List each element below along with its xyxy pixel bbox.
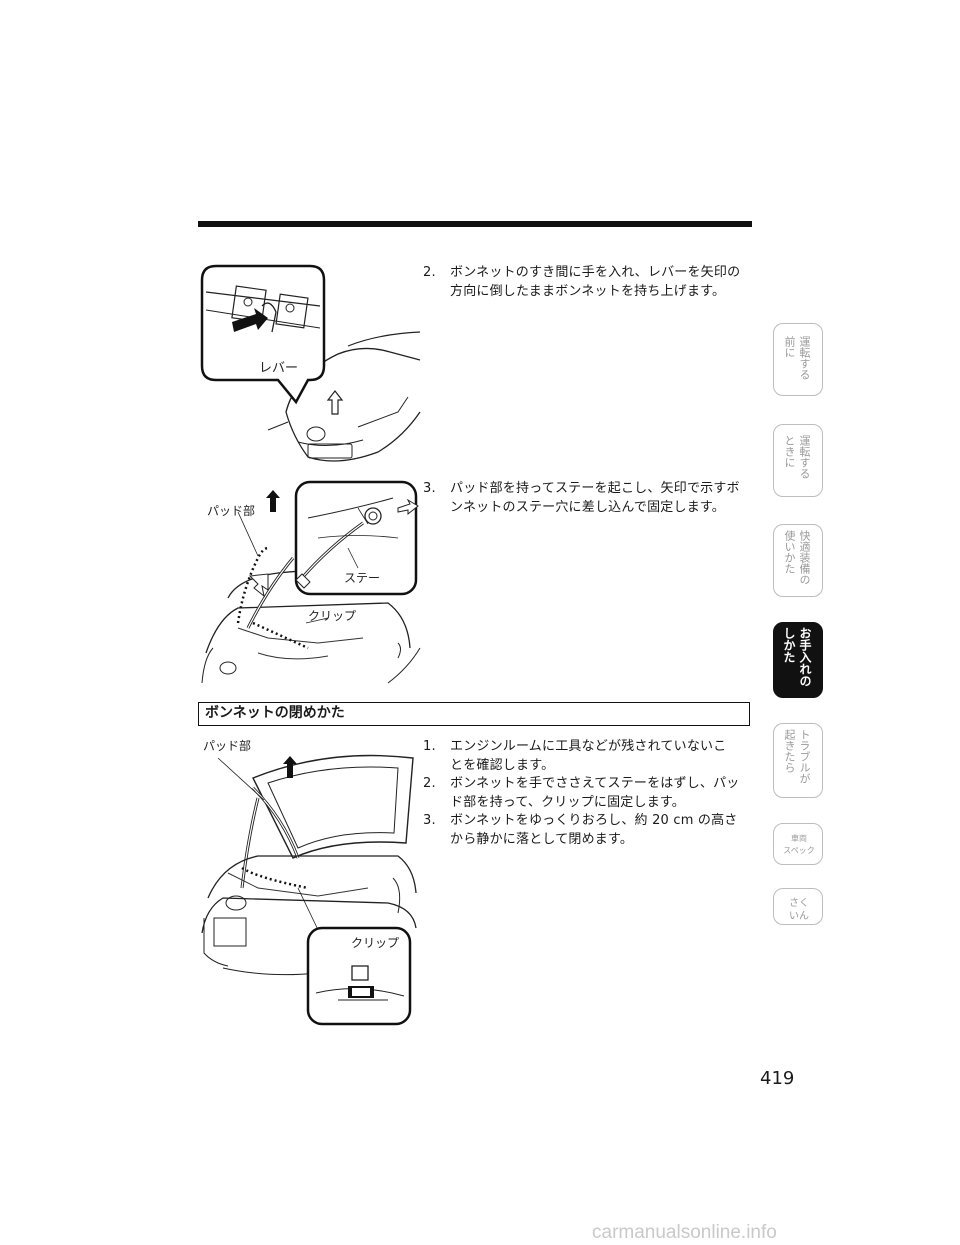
tab-label-col1: お手入れの: [798, 627, 812, 687]
clip-label-1: クリップ: [308, 609, 357, 623]
tab-label-col2: 前に: [783, 336, 796, 358]
page-number: 419: [760, 1068, 795, 1089]
clip-label-2: クリップ: [351, 936, 400, 950]
open-step-3: 3. パッド部を持ってステーを起こし、矢印で示すボ ンネットのステー穴に差し込ん…: [423, 479, 753, 519]
step-text-line2: ンネットのステー穴に差し込んで固定します。: [450, 500, 725, 515]
tab-label-col1: 快適装備の: [798, 530, 811, 585]
step-text-line1: ボンネットをゆっくりおろし、約 20 cm の高さ: [450, 813, 738, 828]
side-tab-index[interactable]: さく いん: [773, 888, 823, 925]
side-tab-troubleshooting[interactable]: トラブルが 起きたら: [773, 723, 823, 798]
tab-label-col2: 使いかた: [783, 530, 796, 574]
close-step-2: 2. ボンネットを手でささえてステーをはずし、パッ ド部を持って、クリップに固定…: [423, 774, 753, 814]
watermark: carmanualsonline.info: [592, 1222, 777, 1243]
tab-label-col2: 起きたら: [783, 729, 796, 773]
lever-illustration: [200, 264, 421, 462]
step-text-line1: ボンネットを手でささえてステーをはずし、パッ: [450, 776, 740, 791]
tab-label-col2: ときに: [783, 435, 796, 468]
step-number: 2.: [423, 265, 436, 280]
section-title: ボンネットの閉めかた: [198, 702, 750, 726]
tab-label-col1: 車両: [791, 834, 807, 843]
step-text-line1: エンジンルームに工具などが残されていないこ: [450, 739, 727, 754]
pad-label-1: パッド部: [207, 504, 256, 518]
open-step-2: 2. ボンネットのすき間に手を入れ、レバーを矢印の 方向に倒したままボンネットを…: [423, 263, 753, 303]
tab-label-col1: 運転する: [798, 435, 811, 479]
tab-label-col1: さく: [789, 898, 809, 909]
step-text-line2: とを確認します。: [450, 758, 555, 773]
pad-label-2: パッド部: [203, 739, 252, 753]
side-tab-while-driving[interactable]: 運転する ときに: [773, 424, 823, 497]
tab-label-col1: 運転する: [798, 336, 811, 380]
tab-label-col2: いん: [789, 911, 809, 922]
close-step-3: 3. ボンネットをゆっくりおろし、約 20 cm の高さ から静かに落として閉め…: [423, 811, 753, 851]
side-tab-comfort-features[interactable]: 快適装備の 使いかた: [773, 524, 823, 597]
stay-illustration: [201, 480, 421, 684]
tab-label-col2: しかた: [782, 627, 796, 663]
tab-label-col2: スペック: [783, 846, 815, 855]
step-number: 2.: [423, 776, 436, 791]
step-text-line2: から静かに落として閉めます。: [450, 832, 634, 847]
side-tab-specifications[interactable]: 車両 スペック: [773, 823, 823, 865]
lever-label: レバー: [259, 361, 299, 376]
step-number: 1.: [423, 739, 436, 754]
step-text-line2: ド部を持って、クリップに固定します。: [450, 795, 686, 810]
step-text-line1: ボンネットのすき間に手を入れ、レバーを矢印の: [450, 265, 741, 280]
side-tab-before-driving[interactable]: 運転する 前に: [773, 323, 823, 396]
top-rule: [198, 221, 752, 227]
side-tab-maintenance[interactable]: お手入れの しかた: [773, 622, 823, 698]
close-illustration: [201, 754, 417, 1026]
step-text-line1: パッド部を持ってステーを起こし、矢印で示すボ: [450, 481, 740, 496]
step-number: 3.: [423, 813, 436, 828]
tab-label-col1: トラブルが: [798, 729, 811, 784]
step-number: 3.: [423, 481, 436, 496]
close-step-1: 1. エンジンルームに工具などが残されていないこ とを確認します。: [423, 737, 753, 777]
stay-label: ステー: [344, 571, 381, 585]
step-text-line2: 方向に倒したままボンネットを持ち上げます。: [450, 284, 726, 299]
